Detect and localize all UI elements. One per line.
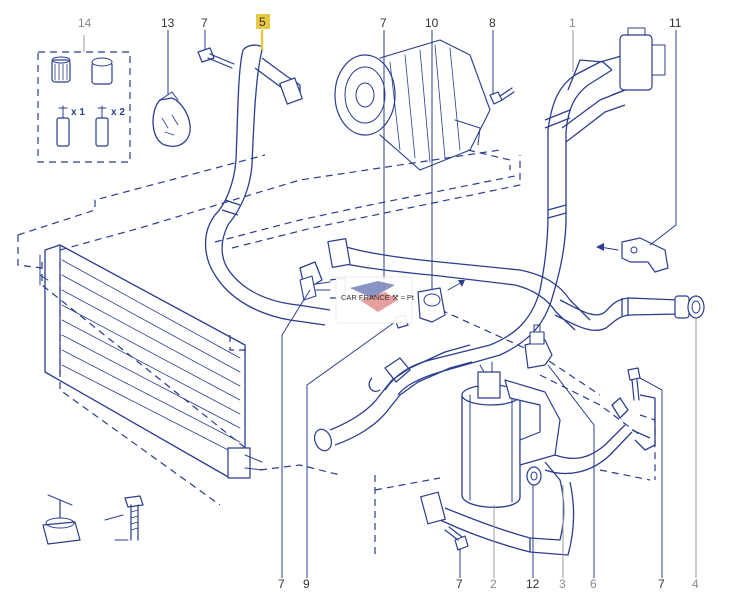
label-8: 8 [489, 16, 496, 30]
receiver-drier [461, 361, 633, 508]
nut-12 [526, 466, 542, 486]
label-5: 5 [259, 15, 266, 29]
part-labels: 14 13 7 5 7 10 8 1 11 7 9 7 2 12 3 6 7 4 [78, 14, 699, 591]
label-7-upper-mid: 7 [380, 16, 387, 30]
label-1: 1 [569, 16, 576, 30]
condenser-outline [17, 149, 501, 506]
label-10: 10 [425, 16, 439, 30]
label-3: 3 [559, 577, 566, 591]
label-6: 6 [590, 577, 597, 591]
label-2: 2 [490, 577, 497, 591]
bolt-7-right [627, 367, 641, 401]
bolt-8 [489, 87, 515, 105]
pipe-4 [554, 295, 705, 331]
clip-10 [417, 280, 465, 323]
label-7-top: 7 [201, 16, 208, 30]
bolt-7-bottom [444, 526, 469, 551]
torque-legend [42, 494, 144, 545]
radiator-core [39, 244, 263, 479]
watermark-logo: CAR FRANCE ⚒ ≈ Pt [335, 276, 415, 324]
hose-5 [204, 44, 331, 326]
pipe-1 [384, 27, 666, 396]
label-4: 4 [692, 577, 699, 591]
kit-count-x1: x 1 [71, 107, 85, 118]
label-13: 13 [161, 16, 175, 30]
bracket-right [611, 394, 656, 451]
bolt-7-top [197, 47, 235, 69]
kit-count-x2: x 2 [111, 107, 125, 118]
kit-13-bag [152, 91, 191, 147]
label-11: 11 [669, 16, 682, 30]
kit-14-box [37, 51, 131, 163]
label-7-bottom-mid: 7 [456, 577, 463, 591]
label-12: 12 [526, 577, 540, 591]
label-5-highlight [256, 14, 270, 29]
compressor [334, 39, 491, 171]
label-14: 14 [78, 16, 92, 30]
watermark-text: CAR FRANCE ⚒ ≈ Pt [341, 293, 415, 302]
leader-lines [83, 30, 697, 578]
label-9: 9 [303, 577, 310, 591]
pipe-lower-left [313, 344, 473, 452]
bracket-11 [596, 237, 669, 273]
pressure-switch [524, 324, 553, 369]
label-7-bottom-left: 7 [278, 577, 285, 591]
label-7-bottom-right: 7 [658, 577, 665, 591]
